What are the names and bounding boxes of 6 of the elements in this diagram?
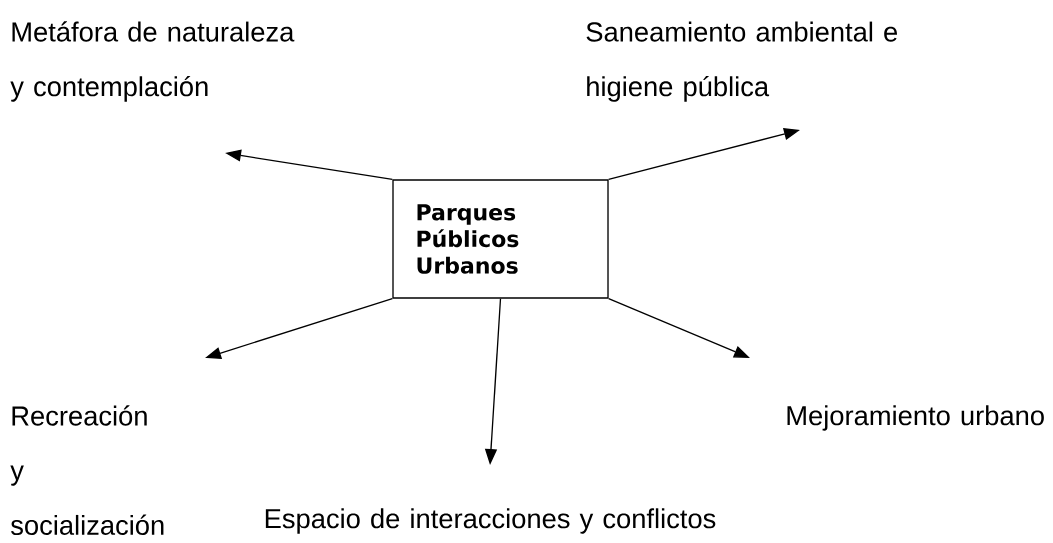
concept-label: Mejoramiento urbano bbox=[787, 405, 1044, 431]
concept-box: Parques Públicos Urbanos bbox=[392, 179, 609, 299]
concept-label: Recreación y socialización bbox=[10, 405, 164, 535]
concept-label: Espacio de interacciones y conflictos bbox=[265, 508, 716, 534]
concept-label: Metáfora de naturaleza y contemplación bbox=[10, 21, 295, 102]
concept-label: Saneamiento ambiental e higiene pública bbox=[586, 21, 897, 102]
